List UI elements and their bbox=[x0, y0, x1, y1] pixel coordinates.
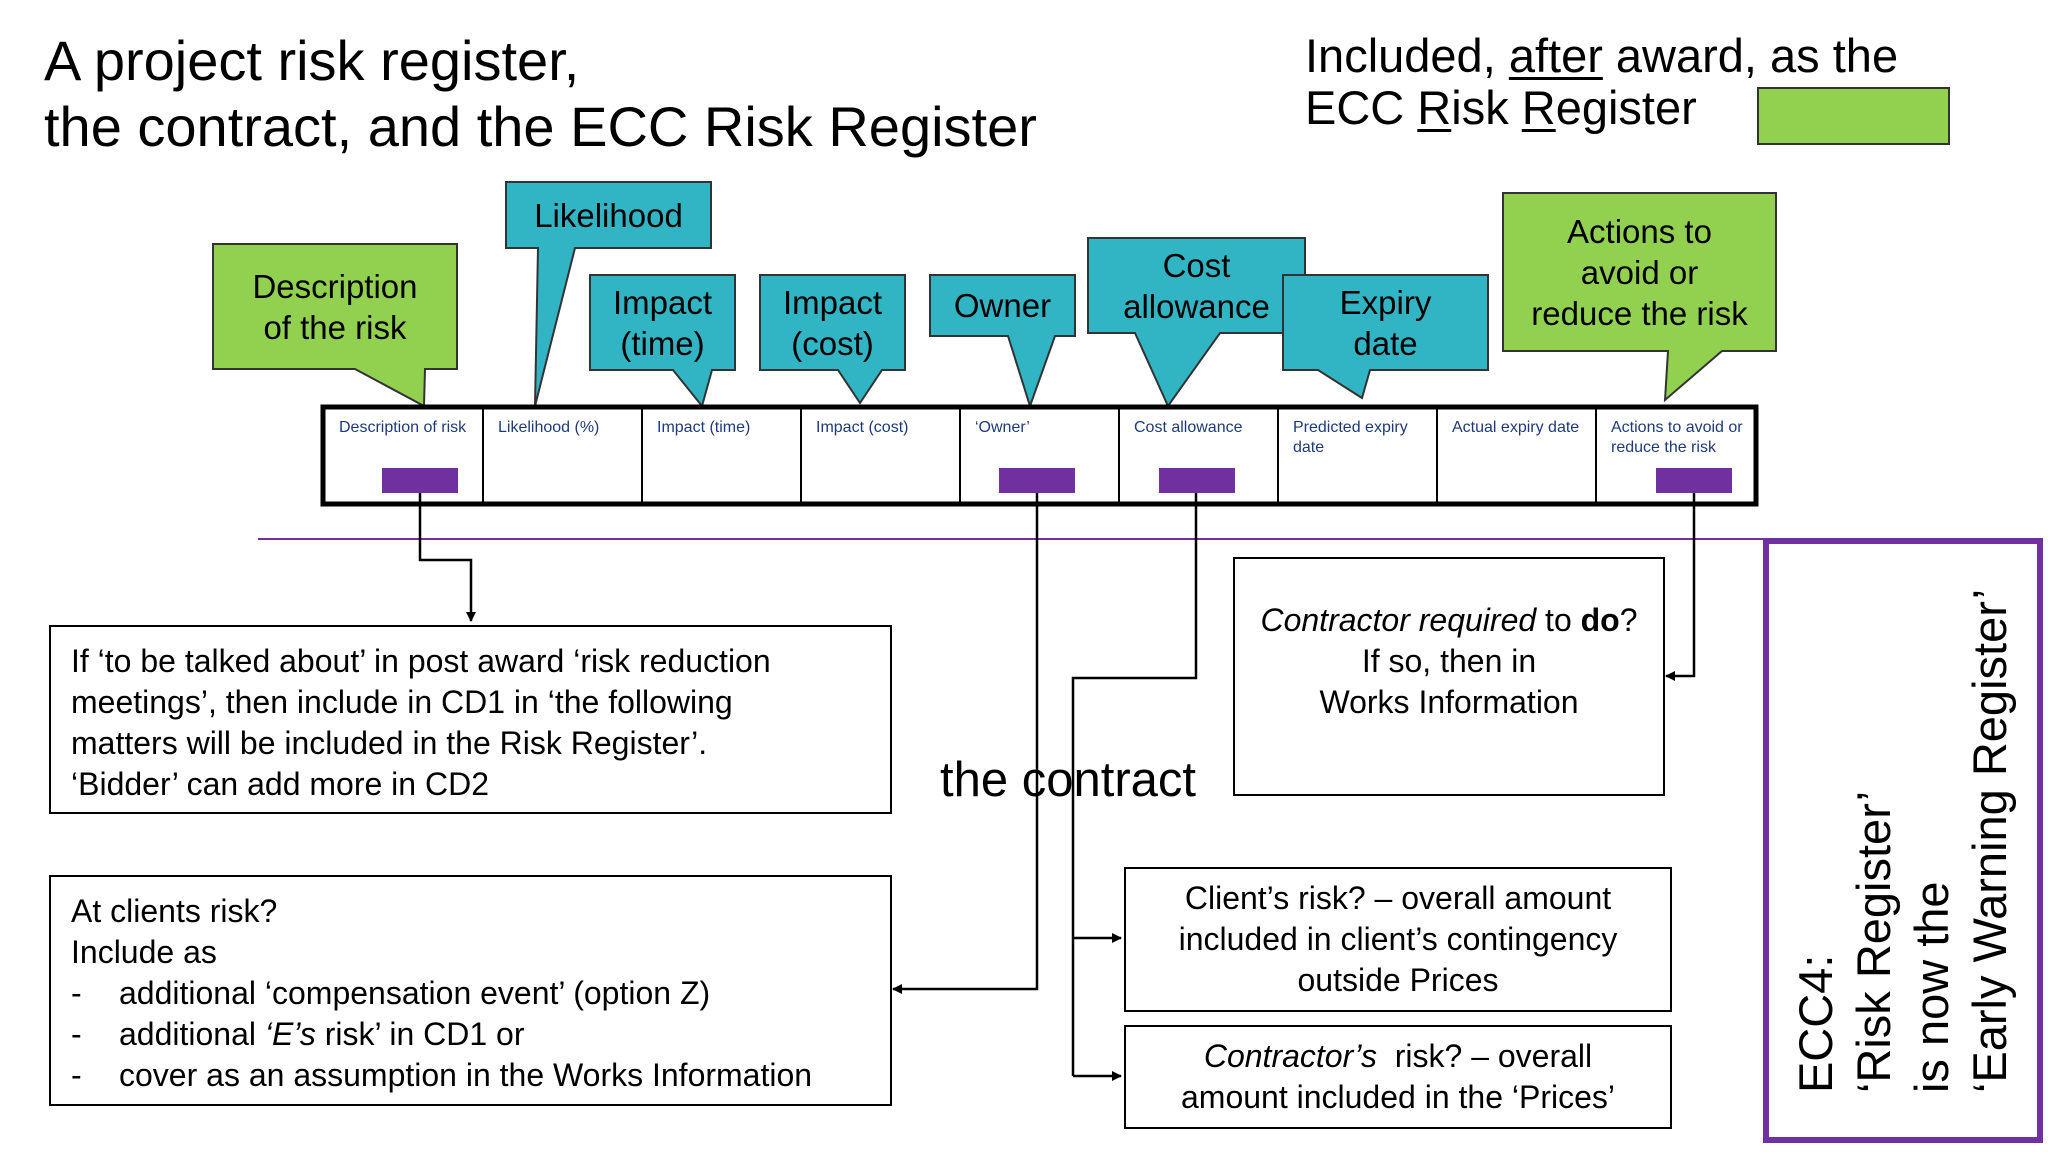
client-contingency-line: Client’s risk? – overall amount bbox=[1184, 880, 1612, 916]
connector-description-to-bidder bbox=[418, 493, 476, 622]
marker-actions bbox=[1656, 468, 1732, 493]
callout-cost-allowance-label: Cost allowance bbox=[1123, 246, 1270, 325]
clients-risk-heading: At clients risk? bbox=[71, 893, 278, 929]
contractor-do-line3: Works Information bbox=[1319, 684, 1579, 720]
legend: Included, after award, as the ECC Risk R… bbox=[1305, 30, 1898, 134]
client-contingency-box: Client’s risk? – overall amount included… bbox=[1124, 867, 1672, 1012]
column-header-predicted-expiry: Predicted expiry date bbox=[1293, 419, 1408, 456]
page-title-line2: the contract, and the ECC Risk Register bbox=[44, 95, 1037, 158]
contractor-do-line1: Contractor required to do? bbox=[1260, 602, 1638, 638]
client-contingency-line: included in client’s contingency bbox=[1178, 921, 1618, 957]
ecc4-note-text: ECC4: ‘Risk Register’ is now the ‘Early … bbox=[1789, 588, 2016, 1093]
page-title: A project risk register, the contract, a… bbox=[44, 28, 1037, 160]
callout-impact-cost-label: Impact (cost) bbox=[782, 283, 883, 362]
contractor-prices-line1: Contractor’s risk? – overall bbox=[1203, 1038, 1593, 1074]
connector-owner-to-clients-risk bbox=[892, 493, 1039, 994]
clients-risk-box: At clients risk? Include as -additional … bbox=[49, 875, 892, 1106]
clients-risk-item: -additional ‘E’s risk’ in CD1 or bbox=[71, 1016, 525, 1052]
callout-description-shape bbox=[212, 243, 458, 408]
bidder-box-line: If ‘to be talked about’ in post award ‘r… bbox=[71, 643, 771, 679]
column-header-actions: Actions to avoid or reduce the risk bbox=[1611, 419, 1743, 456]
column-header-description: Description of risk bbox=[339, 419, 467, 436]
page-title-line1: A project risk register, bbox=[44, 29, 580, 92]
contractor-do-line2: If so, then in bbox=[1361, 643, 1537, 679]
clients-risk-item: -cover as an assumption in the Works Inf… bbox=[71, 1057, 813, 1093]
callout-owner-shape bbox=[929, 274, 1076, 410]
column-header-cost-allowance: Cost allowance bbox=[1134, 419, 1243, 436]
connector-cost-allowance-split bbox=[1071, 493, 1198, 1076]
column-header-impact-time: Impact (time) bbox=[657, 419, 751, 436]
callout-likelihood-shape bbox=[505, 181, 712, 407]
clients-risk-item: -additional ‘compensation event’ (option… bbox=[71, 975, 711, 1011]
column-header-owner: ‘Owner’ bbox=[975, 419, 1030, 436]
callout-actions-label: Actions to avoid or reduce the risk bbox=[1531, 212, 1748, 332]
callout-description-label: Description of the risk bbox=[252, 267, 418, 346]
marker-description bbox=[382, 468, 458, 493]
callout-impact-time-shape bbox=[589, 274, 736, 409]
callout-likelihood-label: Likelihood bbox=[534, 196, 683, 234]
bidder-box-line: ‘Bidder’ can add more in CD2 bbox=[71, 766, 489, 802]
contractor-prices-box: Contractor’s risk? – overall amount incl… bbox=[1124, 1025, 1672, 1129]
column-header-impact-cost: Impact (cost) bbox=[816, 419, 909, 436]
bidder-box-line: matters will be included in the Risk Reg… bbox=[71, 725, 708, 761]
table-column-dividers bbox=[482, 408, 1597, 503]
contractor-do-box: Contractor required to do? If so, then i… bbox=[1233, 557, 1665, 796]
callout-impact-cost-shape bbox=[759, 274, 906, 405]
legend-green-swatch bbox=[1757, 87, 1950, 145]
ecc4-note-box: ECC4: ‘Risk Register’ is now the ‘Early … bbox=[1763, 538, 2043, 1143]
callout-owner-label: Owner bbox=[953, 287, 1052, 324]
callout-impact-time-label: Impact (time) bbox=[612, 283, 713, 362]
client-contingency-line: outside Prices bbox=[1297, 962, 1499, 998]
the-contract-label: the contract bbox=[940, 753, 1197, 807]
column-header-likelihood: Likelihood (%) bbox=[498, 419, 600, 436]
marker-owner bbox=[999, 468, 1075, 493]
legend-line1: Included, after award, as the bbox=[1305, 29, 1899, 82]
marker-cost-allowance bbox=[1159, 468, 1235, 493]
callout-expiry-date-shape bbox=[1282, 274, 1489, 400]
callout-expiry-date-label: Expiry date bbox=[1339, 283, 1432, 362]
callout-cost-allowance-shape bbox=[1087, 237, 1306, 408]
clients-risk-subheading: Include as bbox=[71, 934, 217, 970]
legend-line2: ECC Risk Register bbox=[1305, 81, 1697, 134]
connector-actions-to-contractor-do bbox=[1665, 493, 1696, 681]
bidder-cd1-box: If ‘to be talked about’ in post award ‘r… bbox=[49, 625, 892, 814]
bidder-box-line: meetings’, then include in CD1 in ‘the f… bbox=[71, 684, 733, 720]
column-header-actual-expiry: Actual expiry date bbox=[1452, 419, 1580, 436]
callout-actions-shape bbox=[1502, 192, 1777, 403]
contractor-prices-line2: amount included in the ‘Prices’ bbox=[1180, 1079, 1615, 1115]
